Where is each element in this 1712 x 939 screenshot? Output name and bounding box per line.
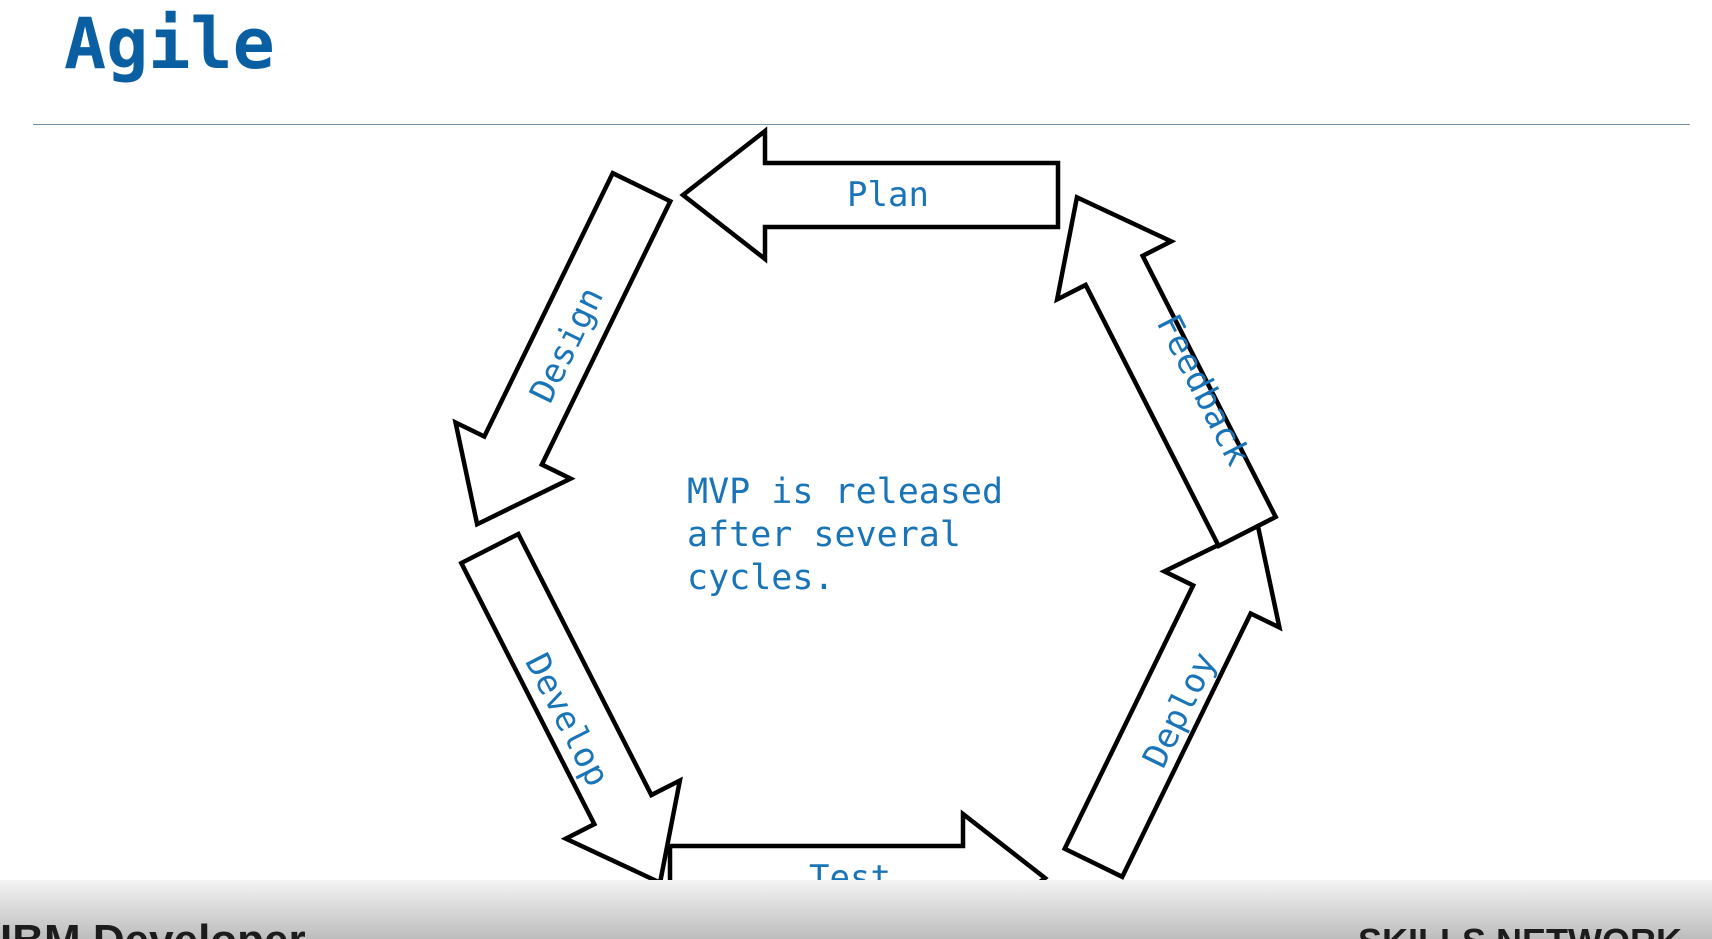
center-text-line-3: cycles. bbox=[687, 558, 835, 598]
center-text-line-1: MVP is released bbox=[687, 472, 1003, 512]
center-text-line-2: after several bbox=[687, 515, 961, 555]
arrow-feedback bbox=[1020, 168, 1304, 560]
footer-network-logo-text: SKILLS NETWORK bbox=[1358, 922, 1682, 939]
title-divider bbox=[33, 124, 1690, 125]
footer-brand-text: IBM Developer bbox=[0, 916, 306, 939]
slide-title: Agile bbox=[64, 3, 275, 85]
footer-bar bbox=[0, 880, 1712, 939]
arrow-label-plan: Plan bbox=[847, 175, 929, 215]
